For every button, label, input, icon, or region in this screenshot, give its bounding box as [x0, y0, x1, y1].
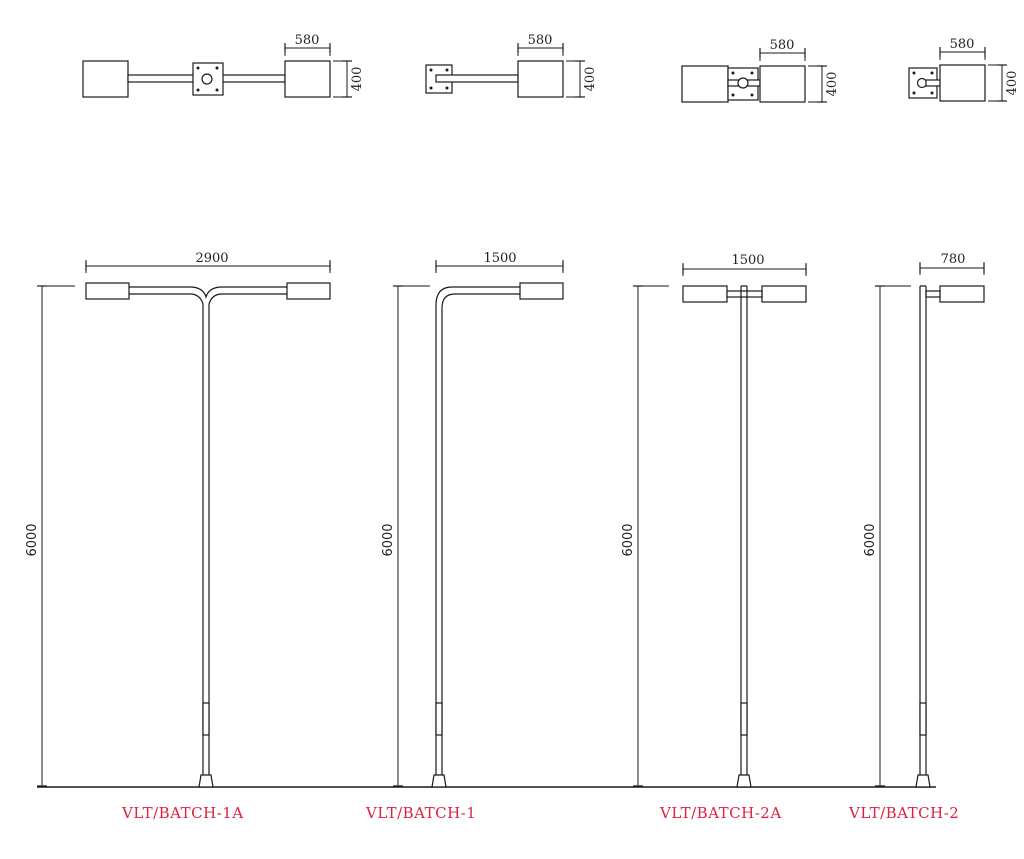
dimension-depth-value: 400 [583, 67, 598, 92]
elevation-batch-2a: 1500 6000 [621, 253, 807, 788]
pole-section [737, 77, 749, 89]
dimension-width: 580 [939, 37, 986, 60]
pole-section [916, 77, 928, 89]
bolt [750, 71, 754, 75]
double-arm [129, 286, 287, 775]
plan-view-batch-2: 580 400 [908, 37, 1020, 102]
bolt [445, 68, 449, 72]
dimension-depth: 400 [988, 64, 1020, 102]
lamp-head-left [681, 65, 729, 103]
base-plate [431, 774, 447, 788]
dimension-span-value: 1500 [483, 251, 516, 266]
dimension-height: 6000 [25, 285, 75, 787]
dimension-height: 6000 [381, 285, 430, 787]
bolt [930, 91, 934, 95]
model-label-batch-1a: VLT/BATCH-1A [122, 804, 244, 822]
lamp-head [517, 60, 564, 98]
dimension-width: 580 [284, 33, 331, 56]
dimension-height-value: 6000 [863, 523, 878, 556]
access-door [435, 702, 443, 736]
bolt [196, 66, 200, 70]
dimension-span-value: 2900 [195, 251, 228, 266]
dimension-depth-value: 400 [1005, 71, 1020, 96]
elevation-batch-1a: 2900 6000 [25, 251, 331, 788]
access-door [919, 702, 927, 736]
lamp-head-left [682, 285, 728, 303]
model-label-batch-1: VLT/BATCH-1 [366, 804, 477, 822]
lamp-head-left [85, 282, 130, 300]
dimension-depth: 400 [566, 60, 598, 98]
dimension-span: 2900 [85, 251, 331, 273]
dimension-height: 6000 [863, 285, 911, 787]
arm [435, 74, 519, 83]
pole [740, 285, 748, 775]
dimension-width: 580 [759, 38, 806, 61]
lamp-head-right [761, 285, 807, 303]
pole [919, 285, 927, 775]
elevation-batch-2: 780 6000 [863, 252, 985, 788]
dimension-width-value: 580 [295, 33, 320, 48]
dimension-height-value: 6000 [25, 523, 40, 556]
lamp-head-right [759, 65, 806, 103]
dimension-width-value: 580 [528, 33, 553, 48]
arm-bracket [925, 290, 941, 298]
lamp-head-right [284, 60, 331, 98]
bolt [912, 91, 916, 95]
bolt [215, 88, 219, 92]
base-plate [915, 774, 931, 788]
dimension-width-value: 580 [770, 38, 795, 53]
dimension-span: 780 [919, 252, 985, 275]
bolt [196, 88, 200, 92]
bolt [215, 66, 219, 70]
bolt [750, 93, 754, 97]
lamp-head [939, 285, 985, 303]
access-door [202, 702, 210, 736]
plan-view-batch-2a: 580 400 [681, 38, 840, 103]
bolt [930, 71, 934, 75]
lamp-head-left [82, 60, 129, 98]
dimension-span-value: 1500 [731, 253, 764, 268]
plan-view-batch-1: 580 400 [425, 33, 598, 98]
arm [925, 79, 941, 87]
dimension-depth: 400 [333, 60, 365, 98]
dimension-height-value: 6000 [621, 523, 636, 556]
base-plate [198, 774, 214, 788]
bolt [731, 71, 735, 75]
bolt [731, 93, 735, 97]
dimension-height-value: 6000 [381, 523, 396, 556]
model-label-batch-2a: VLT/BATCH-2A [660, 804, 782, 822]
bolt [429, 86, 433, 90]
bolt [912, 71, 916, 75]
lamp-head-right [286, 282, 331, 300]
access-door [740, 702, 748, 736]
curved-arm [435, 286, 520, 775]
dimension-span: 1500 [682, 253, 807, 276]
dimension-width: 580 [517, 33, 564, 56]
bolt [429, 68, 433, 72]
dimension-width-value: 580 [950, 37, 975, 52]
lamp-head [939, 64, 986, 102]
dimension-depth-value: 400 [350, 67, 365, 92]
dimension-depth-value: 400 [825, 72, 840, 97]
dimension-span: 1500 [435, 251, 564, 273]
model-label-batch-2: VLT/BATCH-2 [849, 804, 960, 822]
dimension-height: 6000 [621, 285, 669, 787]
pole-section [201, 73, 213, 85]
base-plate [736, 774, 752, 788]
lamp-head [519, 282, 564, 300]
dimension-span-value: 780 [941, 252, 966, 267]
arm-bracket [726, 290, 763, 298]
elevation-batch-1: 1500 6000 [381, 251, 564, 788]
bolt [445, 86, 449, 90]
plan-view-batch-1a: 580 400 [82, 33, 365, 98]
dimension-depth: 400 [808, 65, 840, 103]
